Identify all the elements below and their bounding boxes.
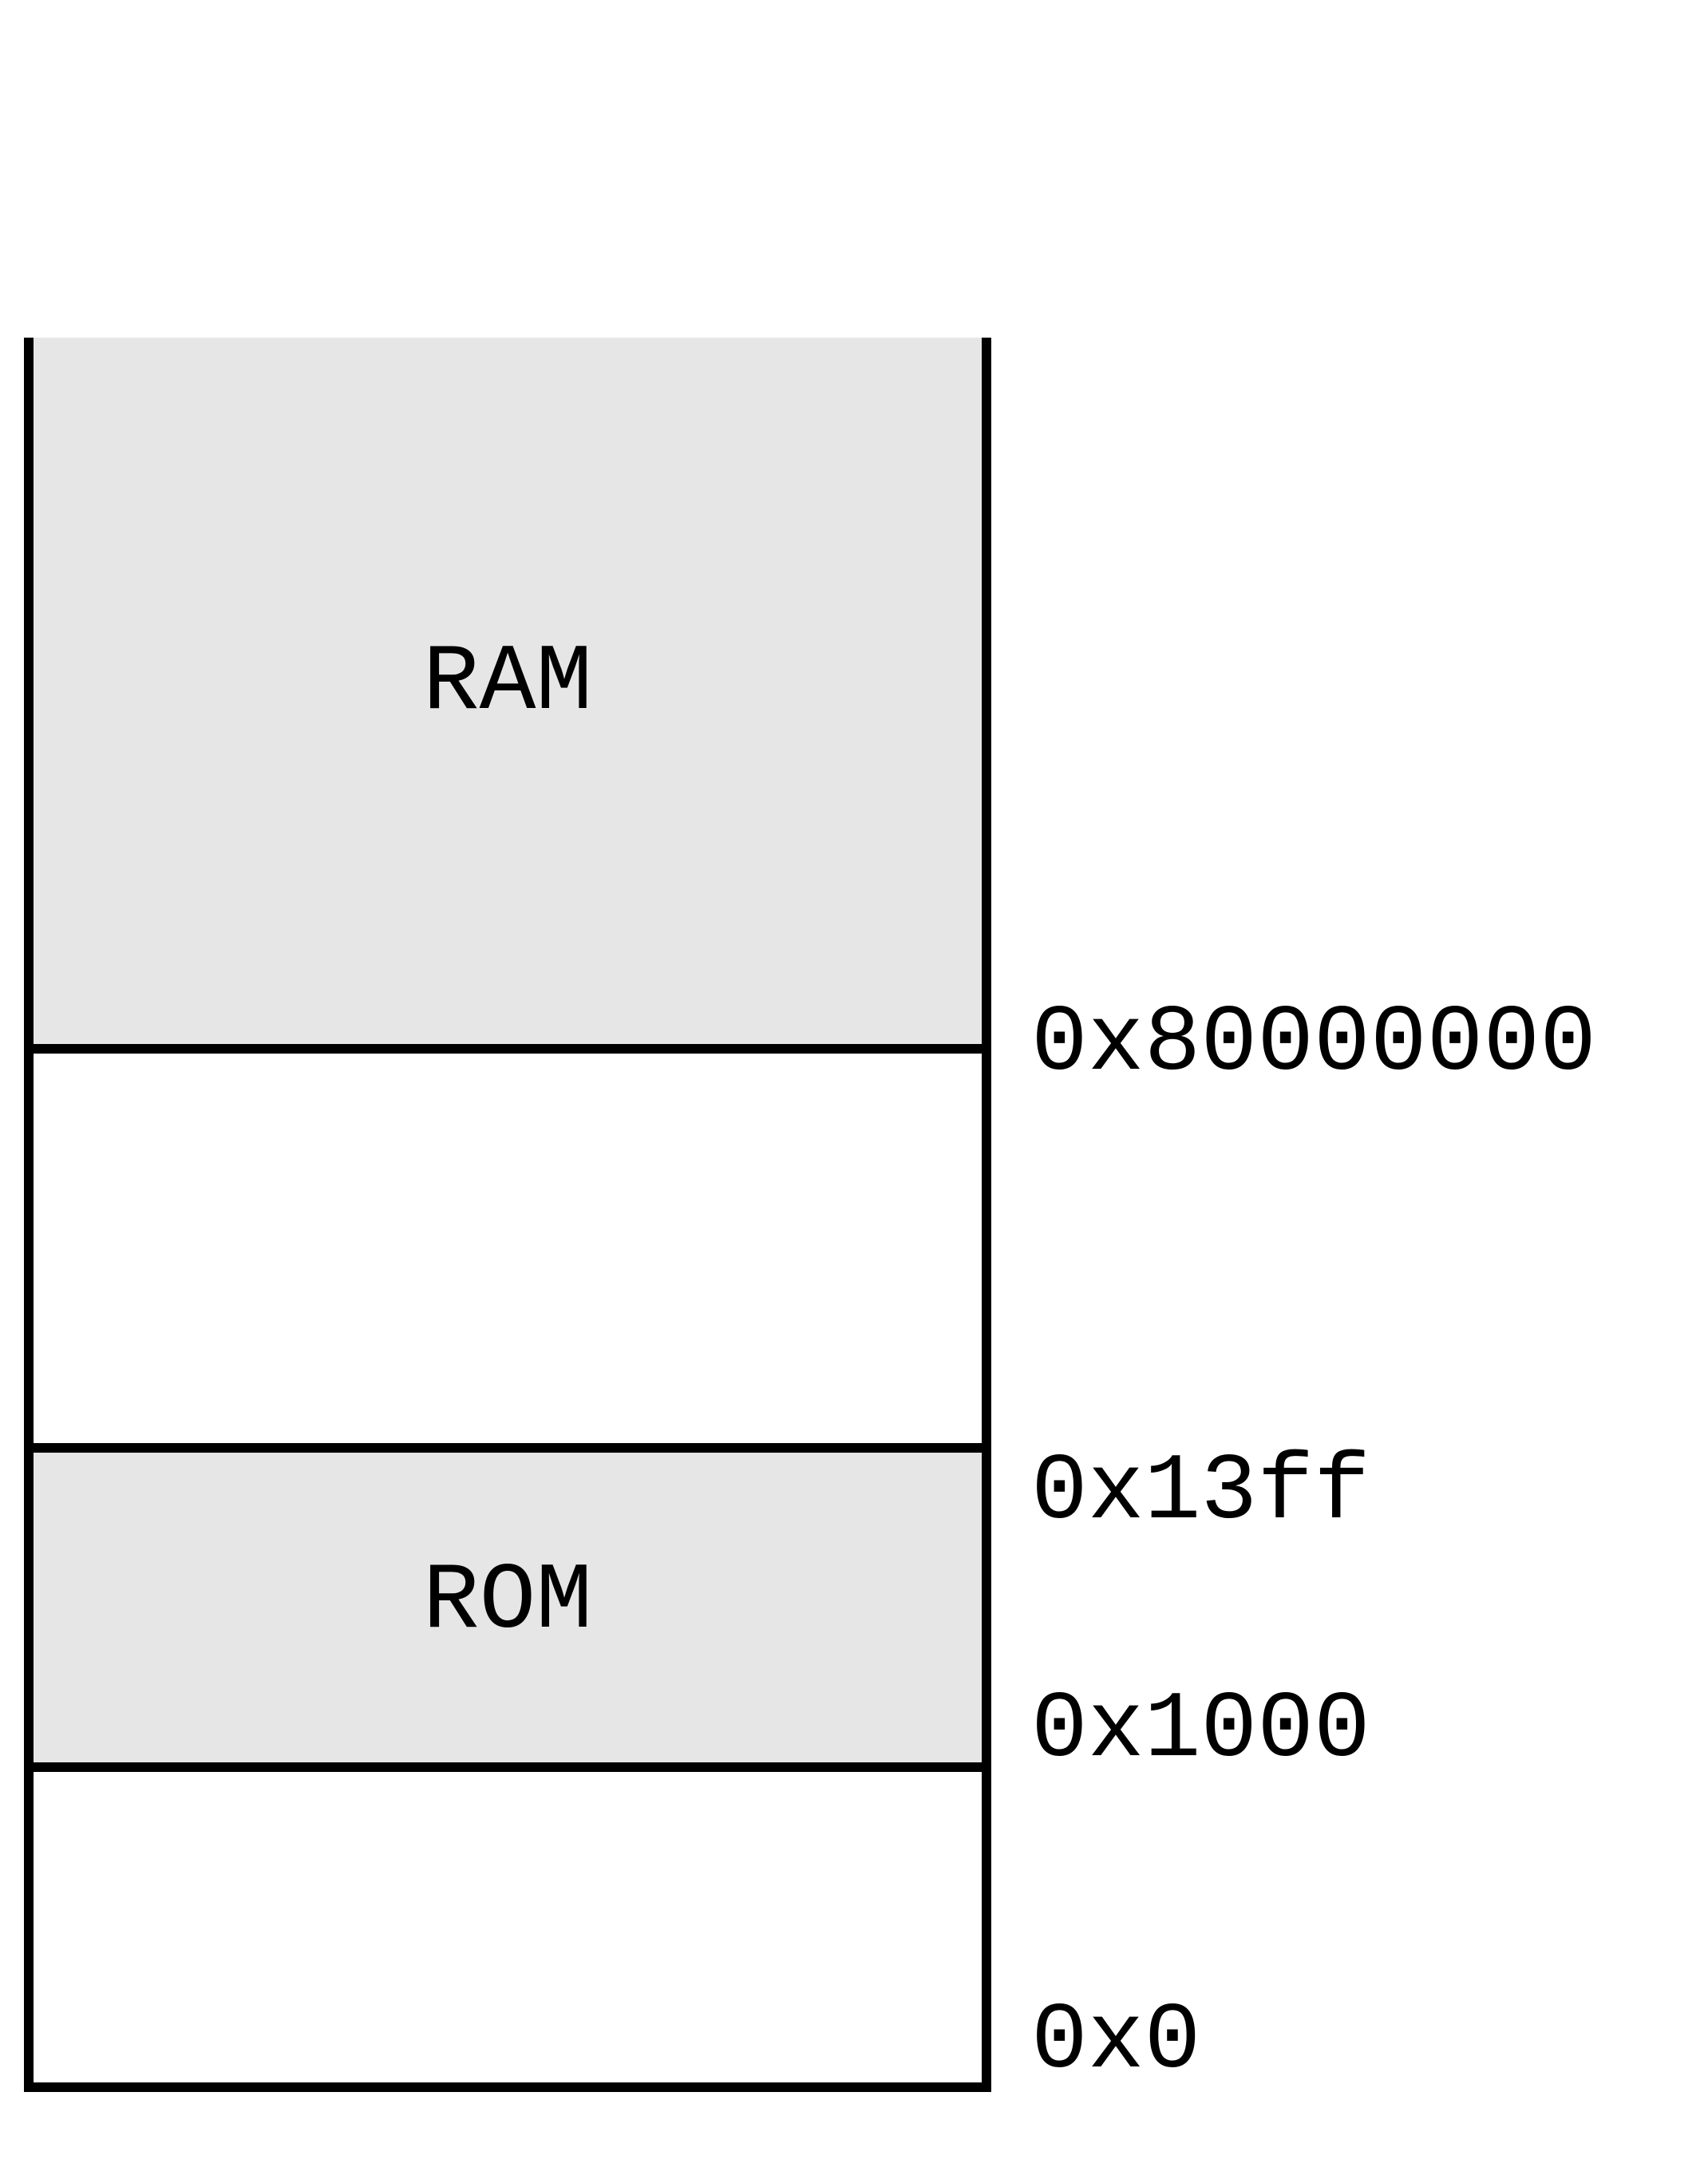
memory-column-left-border bbox=[24, 338, 34, 2092]
memory-column-right-border bbox=[982, 338, 991, 2092]
ram-region bbox=[34, 338, 982, 1044]
rom-region-label: ROM bbox=[422, 1549, 593, 1655]
address-label-rom-base: 0x1000 bbox=[1031, 1678, 1370, 1784]
address-label-zero: 0x0 bbox=[1031, 1989, 1201, 2095]
boundary-line-rom-top bbox=[24, 1443, 991, 1453]
boundary-line-rom-bottom bbox=[24, 1762, 991, 1772]
boundary-line-column-bottom bbox=[24, 2082, 991, 2092]
rom-region bbox=[34, 1453, 982, 1762]
ram-region-label: RAM bbox=[422, 631, 593, 737]
boundary-line-ram-bottom bbox=[24, 1044, 991, 1054]
address-label-rom-end: 0x13ff bbox=[1031, 1440, 1370, 1546]
address-label-ram-base: 0x80000000 bbox=[1031, 991, 1597, 1097]
